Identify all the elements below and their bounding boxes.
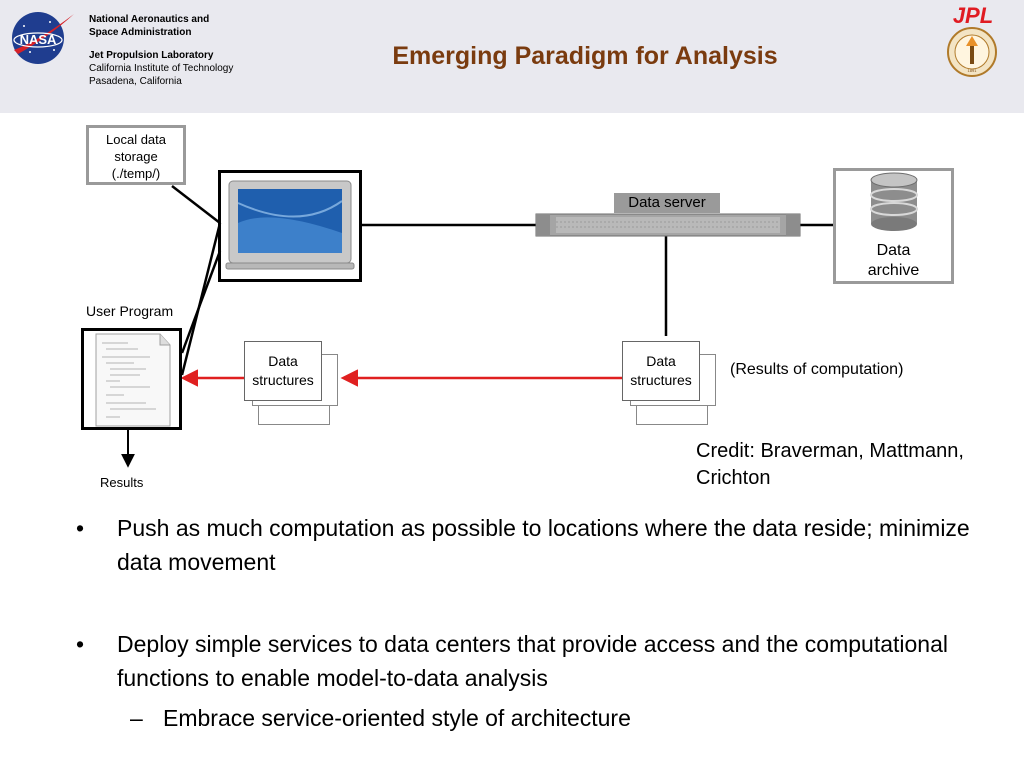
laptop-icon: [225, 180, 355, 270]
data-structures-right-label: Data structures: [630, 353, 692, 388]
slide-header: NASA National Aeronautics and Space Admi…: [0, 0, 1024, 113]
data-archive-box: [833, 168, 954, 284]
laptop-box: [218, 170, 362, 282]
bullet-text: Deploy simple services to data centers t…: [117, 631, 948, 691]
data-archive-label: Data archive: [867, 242, 920, 279]
credit-text: Credit: Braverman, Mattmann, Crichton: [696, 438, 964, 492]
lab-name: Jet Propulsion Laboratory: [89, 50, 214, 61]
diagram-connectors: [95, 172, 918, 468]
storage-to-laptop-line: [171, 185, 221, 224]
slide-title: Emerging Paradigm for Analysis: [392, 42, 778, 70]
bullet-mark: •: [76, 631, 85, 657]
laptop-to-program-line-2: [180, 250, 222, 354]
credit-line-1: Credit: Braverman, Mattmann,: [696, 440, 964, 462]
credit-line-2: Crichton: [696, 467, 771, 489]
location-text: Pasadena, California: [89, 76, 182, 87]
organization-block: National Aeronautics and Space Administr…: [89, 13, 239, 88]
jpl-logo: JPL: [953, 4, 993, 26]
svg-text:NASA: NASA: [20, 32, 57, 47]
results-of-computation-note: (Results of computation): [730, 361, 904, 378]
caltech-seal: 1891: [947, 27, 997, 77]
database-icon: [870, 172, 918, 231]
sub-bullet-text: Embrace service-oriented style of archit…: [163, 705, 631, 731]
bullet-text: Push as much computation as possible to …: [117, 515, 970, 575]
sub-bullet-mark: –: [130, 705, 143, 731]
data-structures-left-label: Data structures: [252, 353, 314, 388]
bullet-mark: •: [76, 515, 85, 541]
code-document-icon: [95, 333, 171, 427]
institute-name: California Institute of Technology: [89, 63, 234, 74]
bullet-item: • Push as much computation as possible t…: [76, 511, 976, 579]
architecture-diagram: Local data storage (./temp/) Data server…: [0, 113, 1024, 508]
data-server-icon: [535, 213, 801, 237]
agency-name: National Aeronautics and Space Administr…: [89, 14, 210, 38]
user-program-label: User Program: [86, 303, 174, 319]
bullet-list: • Push as much computation as possible t…: [0, 508, 1024, 768]
sub-bullet-item: – Embrace service-oriented style of arch…: [130, 701, 980, 735]
svg-text:JPL: JPL: [953, 4, 993, 26]
bullet-item: • Deploy simple services to data centers…: [76, 627, 976, 695]
data-server-label: Data server: [614, 193, 720, 213]
user-program-box: [81, 328, 182, 430]
svg-text:1891: 1891: [968, 68, 978, 73]
nasa-logo: NASA: [12, 12, 74, 64]
local-storage-box: Local data storage (./temp/): [86, 125, 186, 185]
results-label: Results: [100, 475, 144, 490]
